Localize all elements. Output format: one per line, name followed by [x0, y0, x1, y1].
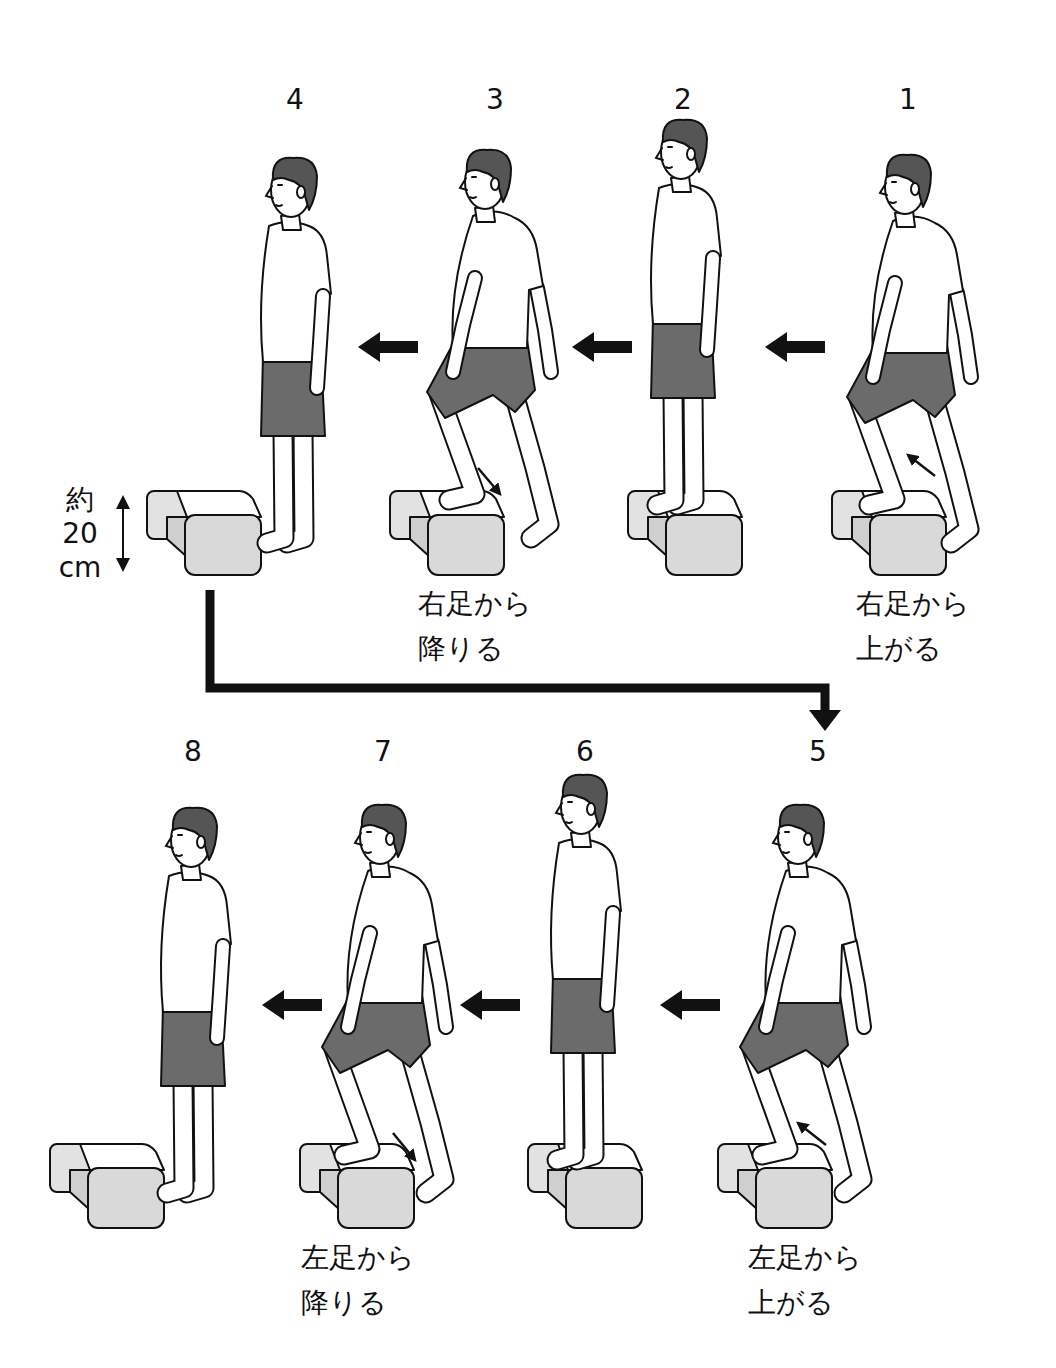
motion-arrow	[798, 1123, 826, 1145]
panel-1	[832, 155, 971, 575]
motion-arrow	[478, 468, 500, 494]
polygon-part	[116, 558, 130, 572]
step-caption: 左足から 降りる	[301, 1236, 441, 1326]
step-number: 6	[576, 735, 594, 769]
step-number: 7	[374, 735, 392, 769]
step-number: 5	[809, 735, 827, 769]
step-number: 8	[184, 735, 202, 769]
sequence-arrow	[572, 332, 632, 362]
step-number: 1	[899, 83, 917, 117]
stepping-figure	[427, 150, 551, 538]
motion-arrow	[393, 1133, 415, 1160]
sequence-arrow	[262, 990, 322, 1020]
standing-figure	[551, 775, 621, 1160]
panel-7	[300, 805, 446, 1228]
polygon-part	[809, 710, 841, 731]
sequence-arrow	[460, 990, 520, 1020]
stepping-figure	[847, 155, 971, 543]
panel-3	[390, 150, 551, 575]
stepping-figure	[322, 805, 446, 1193]
stepping-figure	[740, 805, 864, 1193]
step-box	[147, 491, 261, 575]
standing-figure	[261, 158, 331, 543]
sequence-arrow	[765, 332, 825, 362]
panel-2	[628, 120, 742, 575]
standing-figure	[651, 120, 721, 505]
sequence-arrow	[358, 332, 418, 362]
step-number: 3	[486, 83, 504, 117]
standing-figure	[161, 808, 231, 1193]
step-caption: 右足から 上がる	[856, 582, 996, 672]
panel-5	[718, 805, 864, 1228]
step-number: 2	[674, 83, 692, 117]
step-caption: 右足から 降りる	[418, 582, 558, 672]
step-box	[50, 1144, 164, 1228]
step-number: 4	[286, 83, 304, 117]
motion-arrow	[908, 455, 935, 476]
step-caption: 左足から 上がる	[748, 1236, 888, 1326]
line-part	[122, 505, 124, 562]
sequence-arrow	[660, 990, 720, 1020]
dimension-label: 約 20 cm	[49, 483, 111, 585]
panel-6	[528, 775, 642, 1228]
panel-4	[147, 158, 331, 575]
height-dimension	[116, 495, 130, 572]
panel-8	[50, 808, 231, 1228]
polygon-part	[116, 495, 130, 509]
